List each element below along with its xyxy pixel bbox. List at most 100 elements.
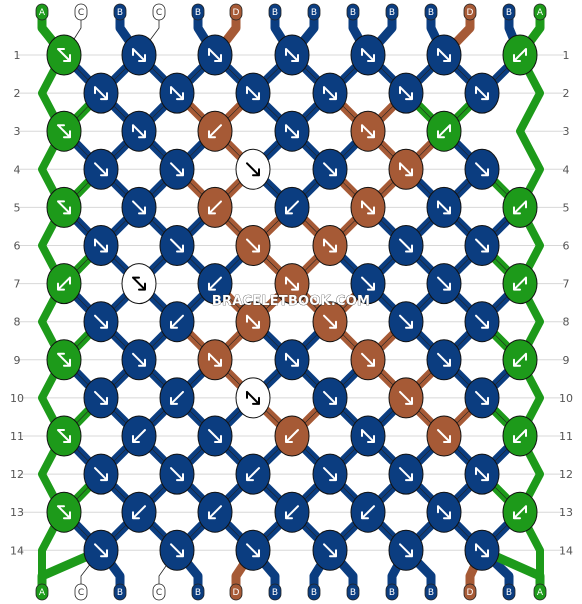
bottom-strand-swatch — [152, 583, 166, 601]
knot-direction-arrow-icon — [208, 276, 222, 291]
knot-direction-arrow-icon — [513, 276, 527, 291]
knot-direction-arrow-icon — [57, 276, 71, 291]
top-strand-letter: B — [272, 8, 278, 18]
knot — [350, 110, 386, 152]
knot-direction-arrow-icon — [323, 238, 337, 253]
top-strand-letter: B — [389, 8, 395, 18]
top-strand-swatch — [307, 3, 321, 21]
knot — [426, 110, 462, 152]
knot — [388, 72, 424, 114]
row-number-right: 12 — [559, 468, 573, 481]
knot-direction-arrow-icon — [132, 429, 146, 443]
knot — [159, 301, 195, 343]
knot-direction-arrow-icon — [475, 238, 489, 253]
knot — [426, 339, 462, 381]
top-strand-letter: B — [311, 8, 317, 18]
knot — [159, 377, 195, 419]
knot — [46, 186, 82, 228]
knot — [159, 72, 195, 114]
knot-direction-arrow-icon — [285, 505, 299, 520]
row-number-left: 2 — [14, 87, 21, 100]
knot — [274, 110, 310, 152]
bottom-strand-letter: B — [350, 588, 356, 598]
row-number-right: 4 — [563, 163, 570, 176]
knot-direction-arrow-icon — [475, 543, 489, 558]
knot — [83, 453, 119, 495]
knot-direction-arrow-icon — [399, 238, 413, 253]
knot — [235, 529, 271, 571]
knot-direction-arrow-icon — [246, 162, 260, 177]
knot-direction-arrow-icon — [399, 390, 413, 405]
knot-direction-arrow-icon — [323, 543, 337, 558]
knot-direction-arrow-icon — [475, 390, 489, 405]
knot-direction-arrow-icon — [57, 505, 71, 520]
top-strand-swatch — [268, 3, 282, 21]
knot-direction-arrow-icon — [361, 352, 375, 367]
top-strand-letter: C — [78, 8, 84, 18]
knot-direction-arrow-icon — [475, 86, 489, 101]
knot — [83, 529, 119, 571]
knot — [235, 148, 271, 190]
bottom-strand-letter: B — [117, 588, 123, 598]
top-strand-swatch — [35, 3, 49, 21]
knot-direction-arrow-icon — [323, 86, 337, 101]
knot — [274, 415, 310, 457]
knot-direction-arrow-icon — [513, 48, 527, 62]
knot — [388, 301, 424, 343]
knot — [235, 301, 271, 343]
top-strand-swatch — [463, 3, 477, 21]
top-strand-letter: B — [506, 8, 512, 18]
knot-direction-arrow-icon — [208, 200, 222, 215]
knot — [121, 34, 157, 76]
knot — [235, 72, 271, 114]
top-strand-letter: B — [195, 8, 201, 18]
knot-direction-arrow-icon — [208, 429, 222, 443]
top-strand-swatch — [229, 3, 243, 21]
knot-direction-arrow-icon — [246, 467, 260, 482]
watermark: BRACELETBOOK.COM — [212, 294, 370, 309]
row-number-left: 9 — [14, 354, 21, 367]
bottom-strand-swatch — [74, 583, 88, 601]
knot-direction-arrow-icon — [246, 543, 260, 558]
knot — [46, 415, 82, 457]
knot-direction-arrow-icon — [399, 314, 413, 329]
knot — [388, 453, 424, 495]
top-strand-letter: D — [467, 8, 474, 18]
knot — [350, 491, 386, 533]
row-number-left: 6 — [14, 240, 21, 253]
knot — [502, 415, 538, 457]
top-strand-swatch — [533, 3, 547, 21]
top-strand-swatch — [385, 3, 399, 21]
knot — [350, 415, 386, 457]
knot-direction-arrow-icon — [361, 48, 375, 62]
knot — [46, 34, 82, 76]
knot — [46, 263, 82, 305]
row-number-right: 11 — [559, 430, 573, 443]
knot-direction-arrow-icon — [57, 429, 71, 443]
knot-direction-arrow-icon — [361, 505, 375, 520]
knot — [83, 72, 119, 114]
knot-direction-arrow-icon — [170, 543, 184, 558]
knot-direction-arrow-icon — [475, 162, 489, 177]
top-strand-swatch — [74, 3, 88, 21]
knot-direction-arrow-icon — [132, 276, 146, 291]
knot — [312, 453, 348, 495]
top-strand-letter: A — [39, 8, 46, 18]
bottom-strand-letter: C — [156, 588, 162, 598]
knot-direction-arrow-icon — [170, 314, 184, 329]
knot-direction-arrow-icon — [285, 200, 299, 215]
bottom-strand-letter: B — [506, 588, 512, 598]
knot-direction-arrow-icon — [285, 352, 299, 367]
knot-direction-arrow-icon — [57, 200, 71, 215]
left-edge-thread — [38, 25, 66, 576]
knot — [502, 339, 538, 381]
knot-direction-arrow-icon — [285, 429, 299, 443]
knot-direction-arrow-icon — [475, 467, 489, 482]
right-edge-thread — [516, 25, 544, 576]
knot — [121, 263, 157, 305]
knot — [426, 263, 462, 305]
bottom-strand-swatch — [191, 583, 205, 601]
knot — [464, 72, 500, 114]
knot — [46, 339, 82, 381]
